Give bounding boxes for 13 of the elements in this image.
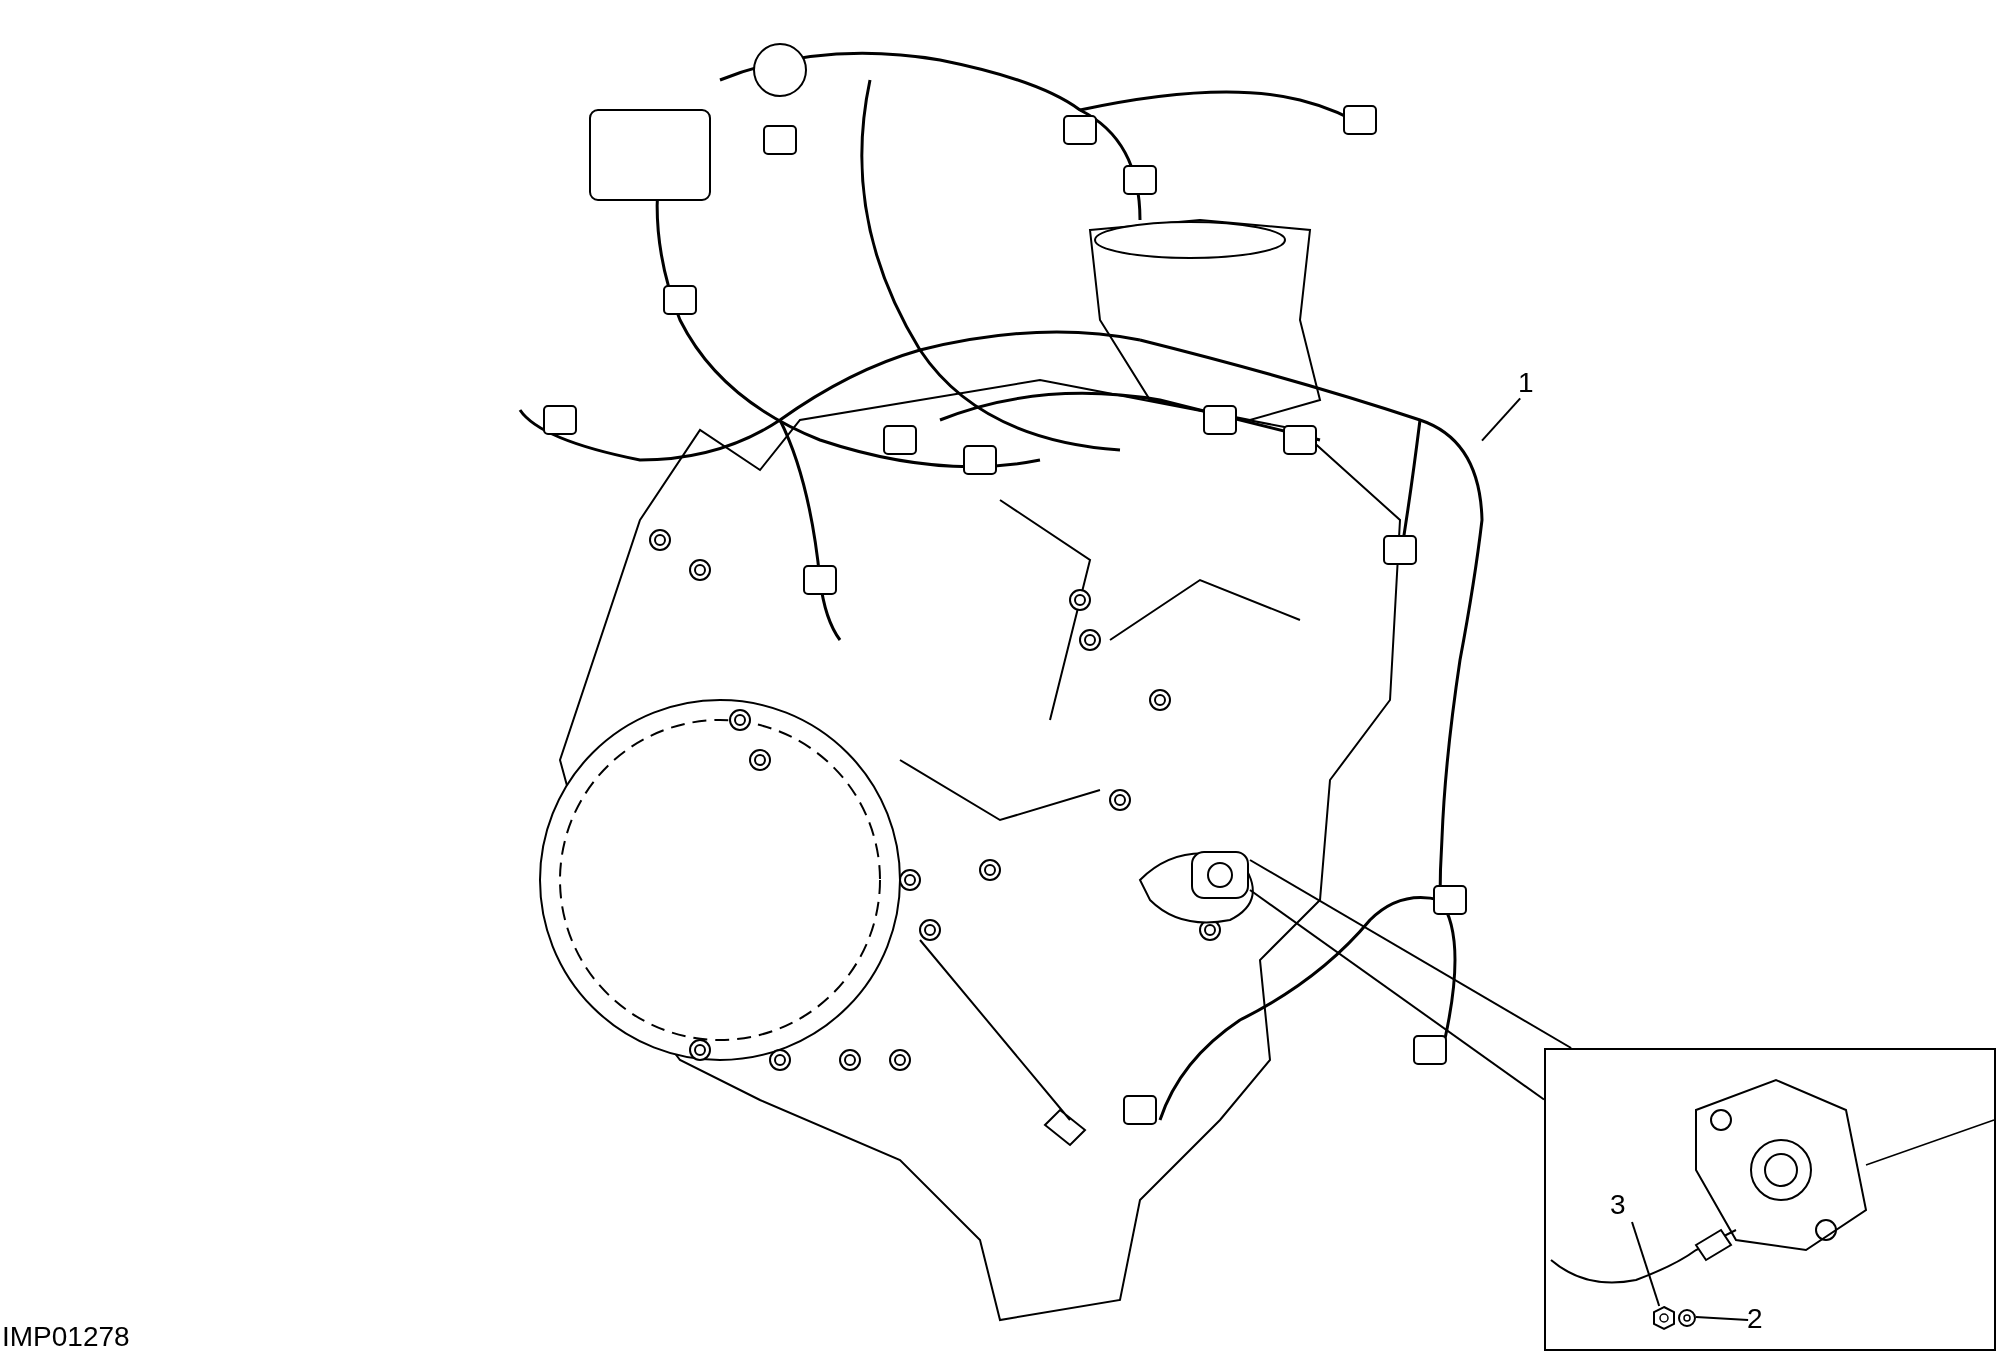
callout-number: 1 bbox=[1518, 366, 1540, 400]
callout-number: 3 bbox=[1610, 1188, 1632, 1222]
part-drawing bbox=[1190, 850, 1250, 900]
part-drawing bbox=[1652, 1306, 1676, 1330]
detail-line bbox=[1249, 889, 1545, 1101]
leader-line bbox=[1631, 1221, 1661, 1307]
part-drawing bbox=[1678, 1309, 1696, 1327]
callout-number: 2 bbox=[1747, 1302, 1769, 1336]
detail-line bbox=[1249, 859, 1573, 1049]
inset-frame bbox=[1544, 1048, 1996, 1351]
leader-line bbox=[1481, 397, 1522, 442]
leader-line bbox=[1695, 1316, 1750, 1321]
drawing-number: IMP01278 bbox=[2, 1320, 130, 1354]
